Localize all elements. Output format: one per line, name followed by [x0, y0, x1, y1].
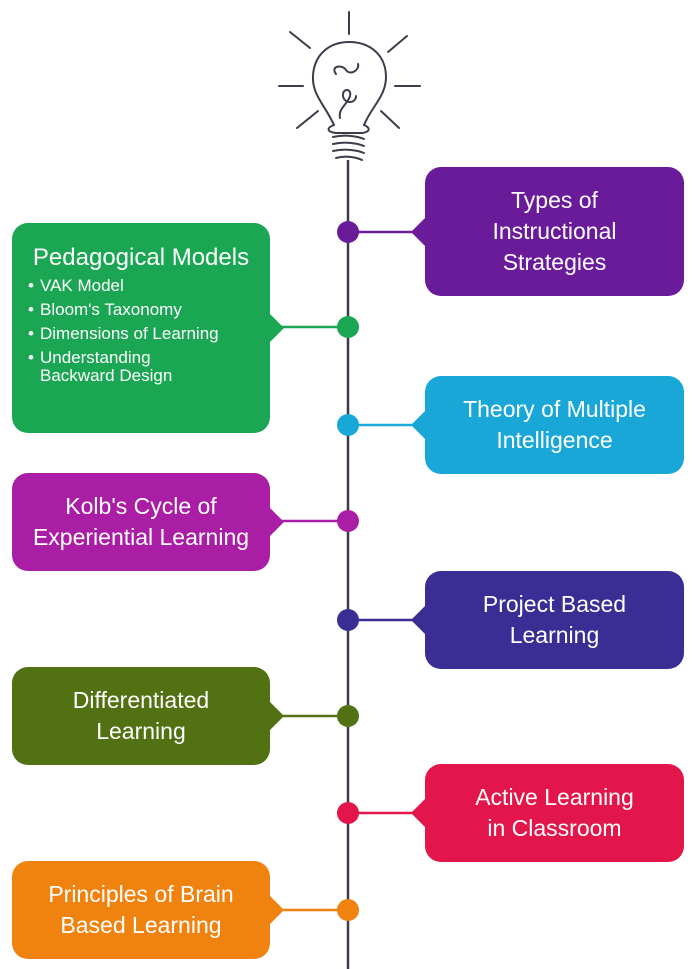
node-active	[337, 802, 359, 824]
card-multiple-intelligence: Theory of Multiple Intelligence	[411, 376, 684, 474]
card-label: Differentiated Learning	[72, 687, 210, 744]
card-project-based-learning: Project Based Learning	[411, 571, 684, 669]
card-kolb-cycle: Kolb's Cycle of Experiential Learning	[12, 473, 284, 571]
list-item: VAK Model	[26, 277, 219, 296]
node-kolb	[337, 510, 359, 532]
list-item: Dimensions of Learning	[26, 325, 219, 344]
card-label: Kolb's Cycle of Experiential Learning	[32, 493, 250, 550]
card-label: Pedagogical Models	[32, 244, 250, 271]
card-label: Active Learning in Classroom	[475, 784, 634, 841]
node-mi	[337, 414, 359, 436]
node-diff	[337, 705, 359, 727]
card-brain-based-learning: Principles of Brain Based Learning	[12, 861, 284, 959]
card-label: Theory of Multiple Intelligence	[463, 396, 646, 453]
card-label: Project Based Learning	[482, 591, 627, 648]
models-list: VAK Model Bloom's Taxonomy Dimensions of…	[26, 277, 219, 391]
node-types	[337, 221, 359, 243]
card-label: Types of Instructional Strategies	[492, 187, 617, 275]
card-differentiated-learning: Differentiated Learning	[12, 667, 284, 765]
card-pedagogical-models: Pedagogical Models VAK Model Bloom's Tax…	[12, 223, 284, 433]
card-instructional-strategies: Types of Instructional Strategies	[411, 167, 684, 296]
list-item: Bloom's Taxonomy	[26, 301, 219, 320]
node-pbl	[337, 609, 359, 631]
node-brain	[337, 899, 359, 921]
list-item: Understanding Backward Design	[26, 349, 219, 385]
card-active-learning: Active Learning in Classroom	[411, 764, 684, 862]
card-label: Principles of Brain Based Learning	[48, 881, 234, 938]
timeline-connectors	[270, 221, 425, 921]
node-models	[337, 316, 359, 338]
lightbulb-icon	[278, 11, 421, 161]
